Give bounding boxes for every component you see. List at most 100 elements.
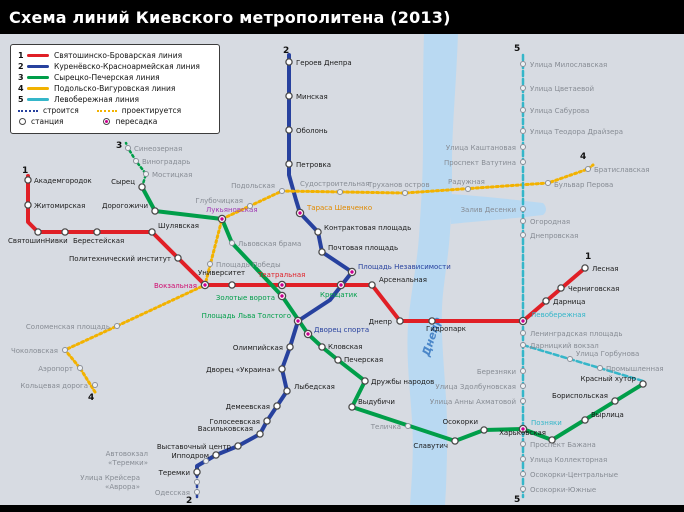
station-label: Площадь Независимости (358, 263, 451, 271)
station-label: Проспект Бажана (530, 441, 596, 449)
station-marker (520, 128, 526, 134)
station-label: Аэропорт (38, 365, 73, 373)
station-label: Бульвар Перова (554, 181, 613, 189)
legend-line-label: Святошинско-Броварская линия (54, 51, 183, 60)
station-label: Дарницкий вокзал (530, 342, 599, 350)
legend-line-color-swatch (27, 98, 49, 101)
legend-line-number: 5 (18, 95, 24, 104)
station-label: Площадь Льва Толстого (202, 312, 291, 320)
legend-line-color-swatch (27, 76, 49, 79)
station-marker (465, 186, 471, 192)
station-label: Ленинградская площадь (530, 330, 623, 338)
station-marker (247, 203, 253, 209)
station-marker (151, 207, 159, 215)
station-marker (520, 456, 526, 462)
station-label: Братиславская (594, 166, 649, 174)
line-number-badge: 2 (283, 46, 289, 56)
station-marker (520, 486, 526, 492)
legend-line-color-swatch (27, 54, 49, 57)
station-marker (337, 189, 343, 195)
station-label: Дружбы народов (371, 378, 434, 386)
line-number-badge: 4 (88, 393, 94, 403)
station-label: Театральная (257, 271, 305, 279)
station-marker (285, 160, 293, 168)
station-label: Судостроительная (300, 180, 369, 188)
station-label: Улица Коллекторная (530, 456, 607, 464)
legend-line-label: Куренёвско-Красноармейская линия (54, 62, 200, 71)
station-label: Университет (198, 269, 245, 277)
station-label: «Аврора» (105, 483, 140, 491)
station-label: Черниговская (568, 285, 619, 293)
station-marker (34, 228, 42, 236)
station-marker (480, 426, 488, 434)
station-label: Святошин (8, 237, 45, 245)
station-label: Васильковская (198, 425, 253, 433)
bottom-border-bar (0, 505, 684, 512)
station-marker (193, 468, 201, 476)
station-marker (256, 430, 264, 438)
station-marker (61, 228, 69, 236)
station-label: Теличка (370, 423, 401, 431)
station-label: Березняки (477, 368, 516, 376)
station-label: Лесная (592, 265, 619, 273)
station-marker (93, 228, 101, 236)
station-label: Арсенальная (379, 276, 427, 284)
station-label: Героев Днепра (296, 59, 352, 67)
station-label: Позняки (531, 419, 562, 427)
station-label: Глубочицкая (195, 197, 243, 205)
transfer-dot (296, 319, 300, 323)
station-label: Бориспольская (552, 392, 608, 400)
legend-construction-label: строится (43, 106, 79, 115)
transfer-dot (306, 332, 310, 336)
station-marker (318, 343, 326, 351)
line-1-svyatoshinsko-brovarskaya (26, 174, 587, 323)
station-label: Улица Милославская (530, 61, 607, 69)
station-marker (520, 330, 526, 336)
station-marker (77, 365, 83, 371)
station-label: Сырец (111, 178, 135, 186)
station-marker (402, 190, 408, 196)
station-label: Академгородок (34, 177, 92, 185)
station-symbol-icon (19, 118, 26, 125)
station-marker (520, 368, 526, 374)
legend-line-label: Сырецко-Печерская линия (54, 73, 160, 82)
transfer-dot (298, 211, 302, 215)
station-marker (212, 451, 220, 459)
transfer-dot (203, 283, 207, 287)
station-marker (545, 180, 551, 186)
station-label: Демеевская (226, 403, 270, 411)
legend-transfer-label: пересадка (115, 117, 158, 126)
station-label: Залив Десенки (461, 206, 516, 214)
station-label: Золотые ворота (216, 294, 275, 302)
station-marker (557, 284, 565, 292)
station-label: Выставочный центр (157, 443, 232, 451)
station-label: Красный хутор (580, 375, 636, 383)
station-label: Выдубичи (358, 398, 395, 406)
legend-symbols-row: станция пересадка (18, 116, 212, 127)
legend-line-color-swatch (27, 87, 49, 90)
station-marker (207, 261, 213, 267)
station-label: Печерская (344, 356, 383, 364)
station-marker (520, 342, 526, 348)
station-label: Минская (296, 93, 328, 101)
station-label: Тараса Шевченко (306, 204, 372, 212)
station-marker (348, 403, 356, 411)
station-label: Промышленная (606, 365, 664, 373)
station-marker (148, 228, 156, 236)
station-marker (194, 479, 200, 485)
station-label: Оболонь (296, 127, 328, 135)
legend-line-label: Левобережная линия (54, 95, 139, 104)
station-marker (285, 126, 293, 134)
line-number-badge: 5 (514, 44, 520, 54)
legend-line-number: 1 (18, 51, 24, 60)
station-marker (520, 383, 526, 389)
station-label: Лыбедская (294, 383, 335, 391)
station-marker (278, 365, 286, 373)
station-label: Осокорки-Центральные (530, 471, 618, 479)
station-marker (24, 176, 32, 184)
station-marker (585, 166, 591, 172)
station-label: Житомирская (34, 202, 85, 210)
